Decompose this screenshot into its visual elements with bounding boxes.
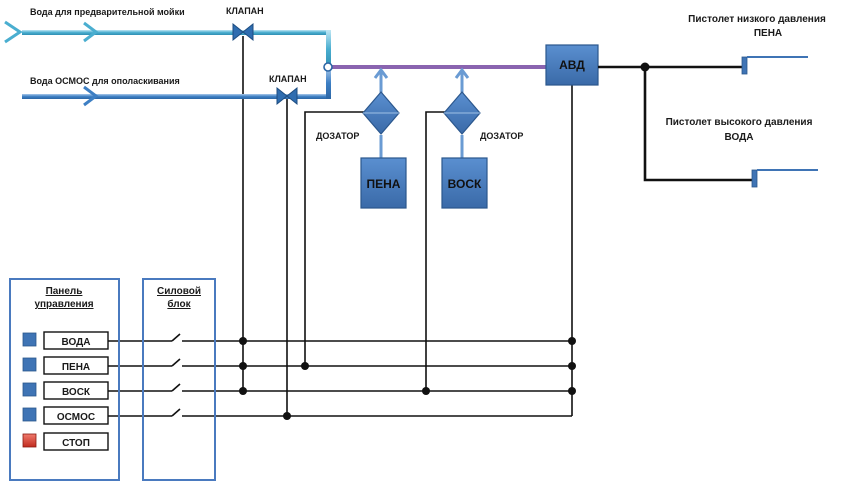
valve-bottom-label: КЛАПАН xyxy=(269,74,307,84)
button-wax[interactable] xyxy=(43,381,109,400)
gun-lines xyxy=(598,65,752,182)
gun-high-icon xyxy=(751,169,818,188)
control-wires xyxy=(108,36,573,417)
power-title-line2: блок xyxy=(167,298,191,310)
panel-title-line2: управления xyxy=(34,299,93,310)
mix-pipe xyxy=(328,65,546,69)
gun-high-line1: Пистолет высокого давления xyxy=(666,117,813,128)
foam-tank-label: ПЕНА xyxy=(367,177,401,191)
dispenser-right xyxy=(443,91,481,135)
power-block xyxy=(142,278,216,481)
button-osmos-label: ОСМОС xyxy=(57,412,95,423)
gun-low-icon xyxy=(741,56,808,75)
valve-bottom xyxy=(276,86,298,106)
button-foam-label: ПЕНА xyxy=(62,362,90,373)
indicator-osmos xyxy=(22,407,37,422)
dispenser-right-feed xyxy=(454,67,470,158)
indicator-water xyxy=(22,332,37,347)
dispenser-left-label: ДОЗАТОР xyxy=(316,131,359,141)
dispenser-left-feed xyxy=(373,67,389,158)
dispenser-right-label: ДОЗАТОР xyxy=(480,131,523,141)
control-panel xyxy=(9,278,120,481)
button-foam[interactable] xyxy=(43,356,109,375)
gun-low-line2: ПЕНА xyxy=(754,28,782,39)
power-title-line1: Силовой xyxy=(157,286,201,297)
panel-buttons xyxy=(43,331,109,451)
valve-top xyxy=(232,22,254,42)
panel-indicators xyxy=(22,332,37,448)
gun-high-line2: ВОДА xyxy=(725,132,754,143)
button-stop-label: СТОП xyxy=(62,438,90,449)
button-water[interactable] xyxy=(43,331,109,350)
wax-tank xyxy=(441,157,488,209)
indicator-foam xyxy=(22,357,37,372)
water-osmos-label: Вода ОСМОС для ополаскивания xyxy=(30,76,180,86)
valve-top-label: КЛАПАН xyxy=(226,6,264,16)
button-wax-label: ВОСК xyxy=(62,387,91,398)
indicator-wax xyxy=(22,382,37,397)
wax-tank-label: ВОСК xyxy=(448,177,482,191)
button-stop[interactable] xyxy=(43,432,109,451)
prewash-pipe xyxy=(4,20,331,68)
pump-label: АВД xyxy=(559,58,585,72)
pump-box xyxy=(545,44,599,86)
indicator-stop xyxy=(22,433,37,448)
pipe-junction xyxy=(323,62,333,72)
panel-title-line1: Панель xyxy=(46,286,83,297)
button-water-label: ВОДА xyxy=(62,337,91,348)
water-prewash-label: Вода для предварительной мойки xyxy=(30,7,185,17)
foam-tank xyxy=(360,157,407,209)
button-osmos[interactable] xyxy=(43,406,109,425)
dispenser-left xyxy=(362,91,400,135)
osmos-pipe xyxy=(22,67,331,107)
gun-low-line1: Пистолет низкого давления xyxy=(688,14,826,25)
